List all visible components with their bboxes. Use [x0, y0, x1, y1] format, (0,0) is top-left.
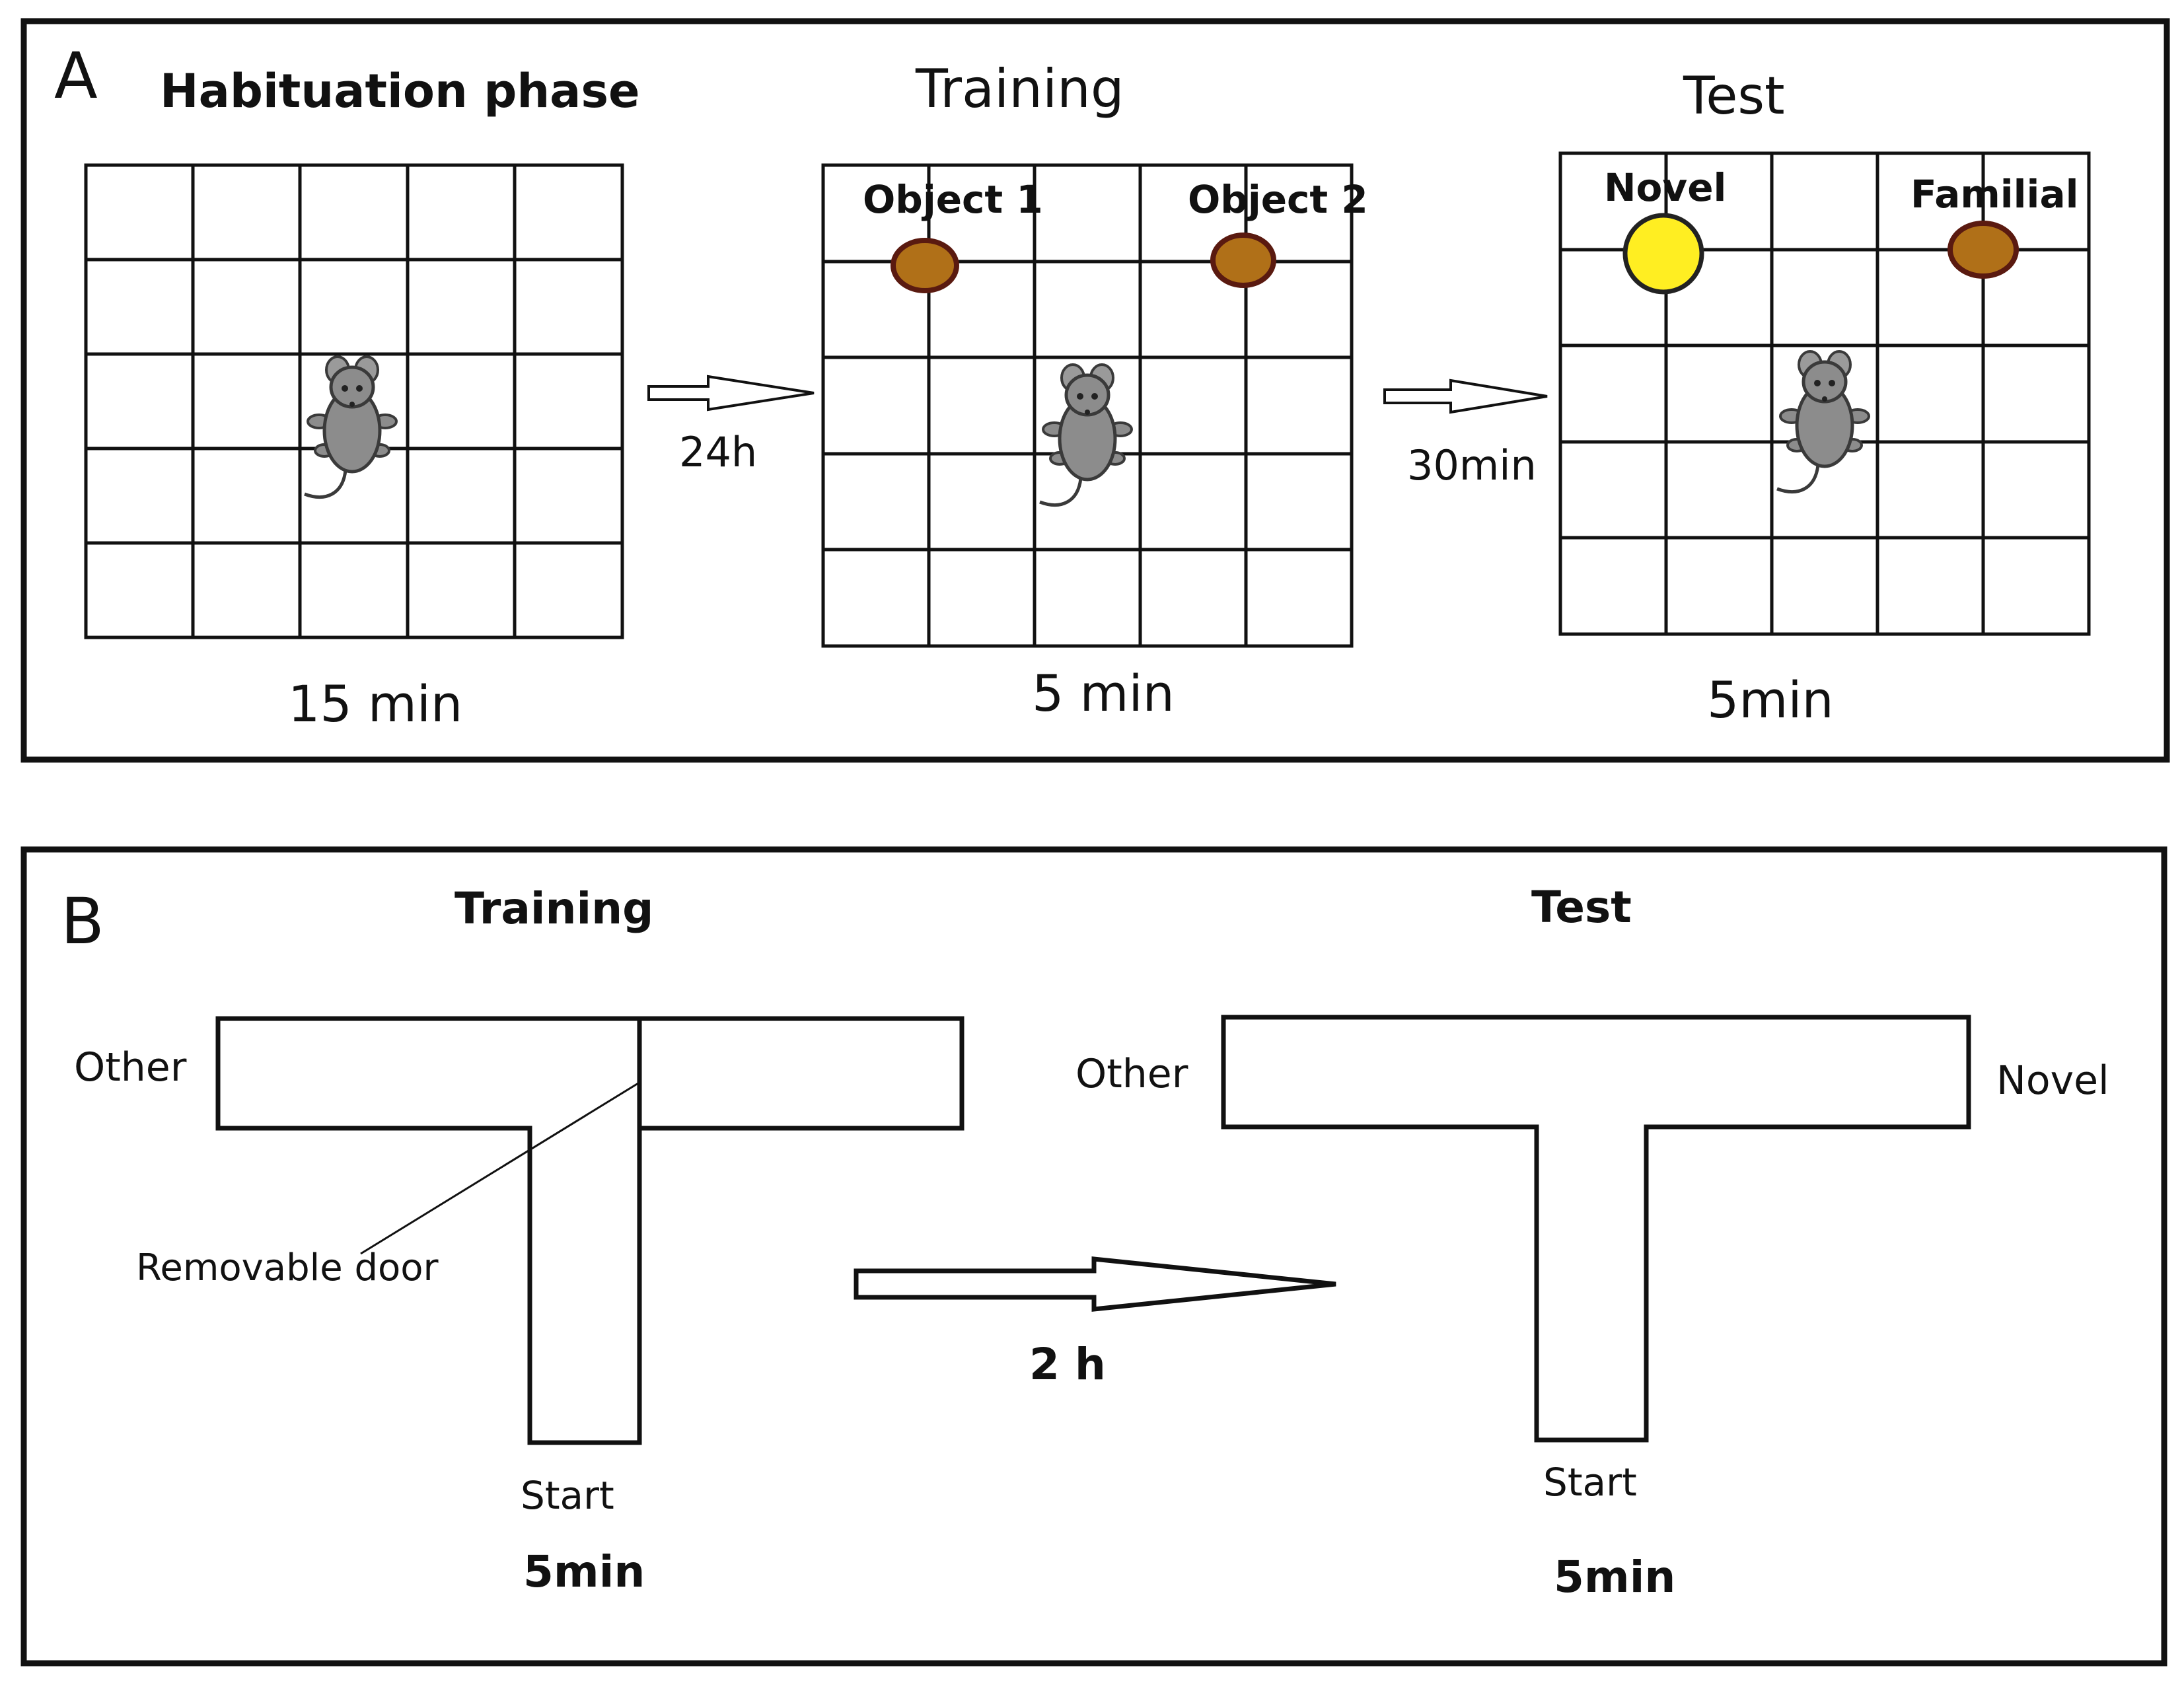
familiar-object-label: Familial — [1911, 172, 2078, 217]
object2-marker — [1210, 233, 1276, 288]
panel-b-frame — [20, 846, 2167, 1667]
object1-label: Object 1 — [863, 177, 1043, 222]
training-b-other: Other — [74, 1044, 187, 1091]
habituation-duration: 15 min — [288, 674, 462, 733]
panel-a-letter: A — [54, 39, 98, 113]
arrow-30min — [1383, 378, 1548, 414]
arrow-24h-label: 24h — [679, 428, 757, 476]
arrow-24h — [647, 375, 815, 412]
arrow-30min-label: 30min — [1407, 441, 1537, 489]
novel-object-label: Novel — [1604, 165, 1726, 210]
novel-object-marker — [1622, 213, 1704, 295]
test-b-start: Start — [1543, 1460, 1637, 1505]
tmaze-test — [1221, 1015, 1971, 1443]
test-b-duration: 5min — [1554, 1552, 1675, 1602]
door-pointer-line — [360, 1082, 639, 1255]
training-a-duration: 5 min — [1032, 664, 1175, 723]
object1-marker — [891, 238, 959, 293]
tmaze-training — [215, 1016, 965, 1445]
panel-a-frame — [20, 18, 2170, 763]
object2-label: Object 2 — [1188, 177, 1368, 222]
training-b-title: Training — [455, 883, 653, 934]
habituation-arena — [84, 163, 624, 639]
training-b-start: Start — [521, 1473, 614, 1518]
familiar-object-marker — [1947, 221, 2019, 279]
test-b-title: Test — [1531, 882, 1632, 933]
arrow-2h-label: 2 h — [1029, 1339, 1106, 1390]
panel-b-letter: B — [61, 884, 104, 958]
test-b-other: Other — [1075, 1051, 1188, 1097]
test-b-novel: Novel — [1996, 1058, 2109, 1104]
training-a-title: Training — [915, 58, 1124, 120]
removable-door-label: Removable door — [136, 1246, 439, 1289]
arrow-2h — [854, 1256, 1336, 1312]
training-b-duration: 5min — [523, 1546, 645, 1597]
test-a-title: Test — [1683, 67, 1785, 126]
test-a-duration: 5min — [1707, 670, 1834, 729]
habituation-title: Habituation phase — [160, 64, 640, 118]
